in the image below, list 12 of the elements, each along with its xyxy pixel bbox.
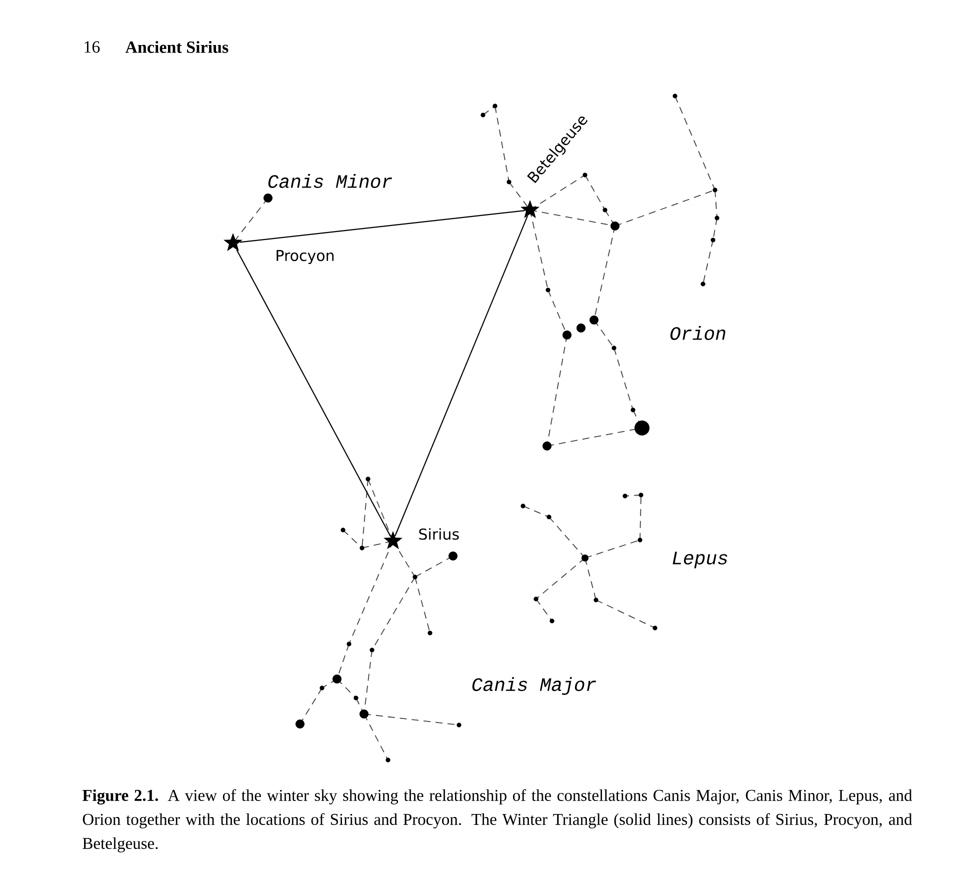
- triangle-line: [240, 210, 525, 243]
- constellation-name: Lepus: [672, 552, 728, 568]
- constellation-name: Canis Minor: [268, 174, 392, 188]
- star-name: Procyon: [276, 250, 334, 264]
- triangle-line: [394, 216, 528, 536]
- page-header: 16: [84, 41, 100, 53]
- star-name: Sirius: [419, 528, 459, 540]
- caption: Figure 2.1. A view of the winter sky showing the relationship of the constellations Canis Major, Canis Minor, Lepus, and Orion together with the locations of Sirius and Procyon. The Winter Triangle (solid lines) consists of Sirius, Procyon, and Betelgeuse.: [82, 789, 912, 852]
- constellation-name: Canis Major: [472, 677, 596, 695]
- triangle-line: [236, 250, 392, 537]
- constellation-name: Orion: [670, 326, 726, 340]
- page-header: Ancient Sirius: [125, 41, 228, 53]
